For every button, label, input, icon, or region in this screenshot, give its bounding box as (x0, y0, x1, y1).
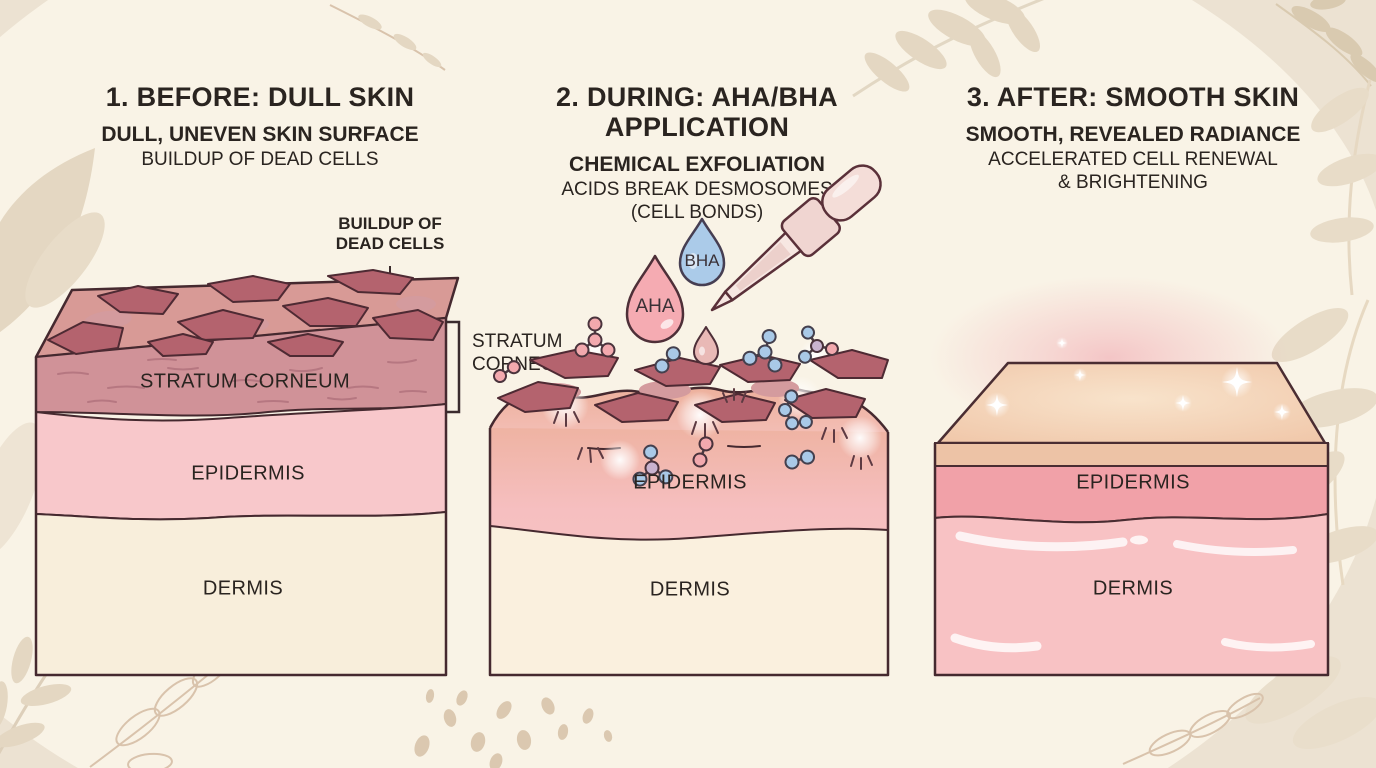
bha-droplet: BHA (678, 217, 726, 287)
acid-molecule (784, 449, 816, 470)
panel3-header: 3. AFTER: SMOOTH SKIN SMOOTH, REVEALED R… (903, 82, 1363, 194)
after-skin-illustration (930, 276, 1330, 677)
before-dermis-label: DERMIS (202, 577, 284, 600)
acid-molecule (654, 346, 681, 374)
crack-marks (553, 388, 873, 470)
panel2-header: 2. DURING: AHA/BHA APPLICATION CHEMICAL … (467, 82, 927, 224)
panel3-subtitle2: ACCELERATED CELL RENEWAL (988, 149, 1278, 170)
acid-molecule (692, 436, 714, 468)
acid-molecule (493, 360, 521, 383)
panel1-header: 1. BEFORE: DULL SKIN DULL, UNEVEN SKIN S… (30, 82, 490, 171)
leaf-decoration-left-mid (0, 422, 44, 558)
acid-molecule (778, 389, 813, 431)
acid-molecule (797, 325, 839, 364)
breaking-dead-cell-flakes (497, 349, 889, 423)
leaf-decoration-top-right (1275, 0, 1376, 87)
acid-molecule (574, 316, 616, 358)
leaf-decoration-top-left (329, 4, 446, 71)
panel3-subtitle: SMOOTH, REVEALED RADIANCE (965, 123, 1301, 146)
acid-molecule (632, 444, 674, 487)
before-skin-illustration (34, 266, 460, 677)
dropper (710, 164, 882, 312)
panel2-subtitle2: ACIDS BREAK DESMOSOMES (561, 179, 833, 200)
leaf-decoration-right-upper (1310, 79, 1376, 296)
panel2-subtitle: CHEMICAL EXFOLIATION (569, 153, 825, 176)
falling-drop (693, 326, 719, 365)
bha-droplet-label: BHA (685, 251, 721, 270)
panel1-title: 1. BEFORE: DULL SKIN (105, 82, 415, 112)
leaf-decoration-top-center (852, 0, 1045, 98)
buildup-callout: BUILDUP OF DEAD CELLS (335, 214, 445, 253)
aha-droplet: AHA (625, 254, 685, 344)
during-epidermis-label: EPIDERMIS (633, 471, 747, 494)
after-dermis-label: DERMIS (1092, 577, 1174, 600)
during-skin-illustration: BHA AHA (488, 164, 890, 677)
panel1-subtitle2: BUILDUP OF DEAD CELLS (141, 149, 379, 170)
before-epidermis-label: EPIDERMIS (191, 462, 305, 485)
panel2-title: 2. DURING: AHA/BHA APPLICATION (556, 82, 838, 142)
acid-molecule (742, 329, 783, 373)
panel2-subtitle3: (CELL BONDS) (630, 202, 764, 223)
leaf-decoration-bottom-right-outline (1122, 692, 1264, 765)
during-dermis-label: DERMIS (649, 578, 731, 601)
stratum-corneum-bracket (446, 320, 461, 414)
leaf-decoration-left (0, 148, 105, 332)
after-epidermis-label: EPIDERMIS (1076, 471, 1190, 494)
panel3-title: 3. AFTER: SMOOTH SKIN (966, 82, 1300, 112)
aha-droplet-label: AHA (635, 296, 674, 317)
panel1-subtitle: DULL, UNEVEN SKIN SURFACE (101, 123, 419, 146)
dots-decoration (414, 689, 613, 768)
panel3-subtitle3: & BRIGHTENING (1058, 172, 1208, 193)
before-stratum-label: STRATUM CORNEUM (139, 370, 351, 393)
dead-cell-flakes (47, 269, 444, 357)
sparkles (984, 337, 1291, 421)
